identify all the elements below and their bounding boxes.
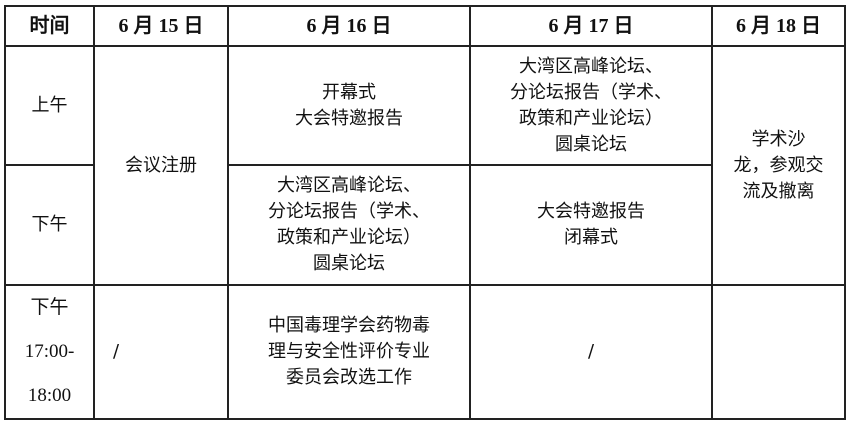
morning-label: 上午 xyxy=(4,45,95,166)
jun18-evening xyxy=(711,284,846,420)
jun16-evening: 中国毒理学会药物毒 理与安全性评价专业 委员会改选工作 xyxy=(227,284,471,420)
afternoon-label: 下午 xyxy=(4,164,95,286)
jun15-evening: / xyxy=(93,284,229,420)
cell-line: 分论坛报告（学术、 xyxy=(268,201,430,222)
cell-line: 学术沙 xyxy=(751,128,806,150)
cell-line: 分论坛报告（学术、 xyxy=(510,81,672,103)
cell-line: 政策和产业论坛） xyxy=(519,107,663,129)
jun16-morning: 开幕式 大会特邀报告 xyxy=(227,45,471,166)
header-jun17: 6 月 17 日 xyxy=(469,5,713,47)
jun17-evening: / xyxy=(469,284,713,420)
header-jun18: 6 月 18 日 xyxy=(711,5,846,47)
cell-line: 理与安全性评价专业 xyxy=(268,341,430,362)
cell-line: 大会特邀报告 xyxy=(537,201,645,222)
evening-row: 下午 17:00- 18:00 / 中国毒理学会药物毒 理与安全性评价专业 委员… xyxy=(4,284,846,420)
cell-line: 大湾区高峰论坛、 xyxy=(277,175,421,196)
jun15-registration: 会议注册 xyxy=(93,45,229,286)
cell-line: 委员会改选工作 xyxy=(286,367,412,388)
header-row: 时间 6 月 15 日 6 月 16 日 6 月 17 日 6 月 18 日 xyxy=(4,5,846,47)
header-time: 时间 xyxy=(4,5,95,47)
cell-line: 圆桌论坛 xyxy=(313,253,385,274)
cell-line: 圆桌论坛 xyxy=(555,133,627,155)
jun18-cell: 学术沙 龙，参观交 流及撤离 xyxy=(711,45,846,286)
cell-line: 政策和产业论坛） xyxy=(277,227,421,248)
schedule-table: 时间 6 月 15 日 6 月 16 日 6 月 17 日 6 月 18 日 上… xyxy=(4,5,846,420)
cell-line: 18:00 xyxy=(27,385,72,406)
header-jun16: 6 月 16 日 xyxy=(227,5,471,47)
cell-line: 大湾区高峰论坛、 xyxy=(519,55,663,77)
jun17-morning: 大湾区高峰论坛、 分论坛报告（学术、 政策和产业论坛） 圆桌论坛 xyxy=(469,45,713,166)
jun16-afternoon: 大湾区高峰论坛、 分论坛报告（学术、 政策和产业论坛） 圆桌论坛 xyxy=(227,164,471,286)
cell-line: 开幕式 xyxy=(322,81,376,103)
cell-line: 下午 xyxy=(30,297,69,318)
cell-line: 流及撤离 xyxy=(742,180,815,202)
afternoon-row: 下午 大湾区高峰论坛、 分论坛报告（学术、 政策和产业论坛） 圆桌论坛 大会特邀… xyxy=(4,164,845,286)
evening-label: 下午 17:00- 18:00 xyxy=(4,284,95,420)
cell-line: 闭幕式 xyxy=(564,227,618,248)
cell-line: 中国毒理学会药物毒 xyxy=(268,315,430,336)
cell-line: 龙，参观交 xyxy=(733,154,824,176)
cell-line: 17:00- xyxy=(24,341,75,362)
jun17-afternoon: 大会特邀报告 闭幕式 xyxy=(469,164,713,286)
cell-line: 大会特邀报告 xyxy=(295,107,403,129)
morning-row: 上午 会议注册 开幕式 大会特邀报告 大湾区高峰论坛、 分论坛报告（学术、 政策… xyxy=(4,45,846,286)
header-jun15: 6 月 15 日 xyxy=(93,5,229,47)
